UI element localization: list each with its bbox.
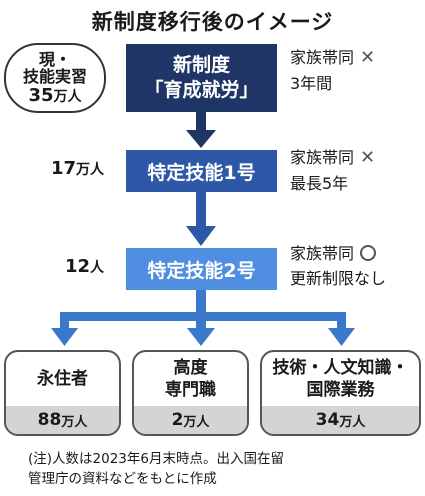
dest1-name: 永住者 [37, 368, 88, 389]
box-ikusei-shuro: 新制度 「育成就労」 [126, 44, 277, 112]
current-intern-oval: 現・ 技能実習 35万人 [4, 43, 106, 113]
box3-line1: 特定技能2号 [147, 259, 256, 282]
box3-note: 家族帯同 更新制限なし [290, 242, 386, 292]
box1-line2: 「育成就労」 [144, 79, 259, 101]
current-label-line2: 技能実習 [22, 67, 87, 87]
box1-term: 3年間 [290, 73, 333, 93]
box2-note: 家族帯同 ✕ 最長5年 [290, 144, 375, 197]
diagram-title: 新制度移行後のイメージ [91, 10, 334, 34]
footnote: (注)人数は2023年6月末時点。出入国在留 管理庁の資料などをもとに作成 [28, 450, 284, 489]
box2-term: 最長5年 [290, 173, 349, 193]
arrow-branch [51, 290, 355, 346]
dest3-name: 技術・人文知識・国際業務 [272, 357, 409, 400]
current-label-line1: 現・ [38, 49, 71, 69]
box1-line1: 新制度 [172, 54, 230, 77]
box1-family: 家族帯同 [290, 48, 355, 67]
box2-count: 17万人 [50, 158, 104, 179]
box3-term: 更新制限なし [290, 268, 387, 288]
box3-count: 12人 [64, 256, 104, 277]
cross-icon: ✕ [360, 147, 376, 168]
arrow-down-1 [186, 112, 216, 148]
box1-note: 家族帯同 ✕ 3年間 [290, 44, 375, 97]
dest2-name: 高度専門職 [165, 357, 216, 400]
arrow-down-2 [186, 192, 216, 246]
circle-icon [360, 245, 377, 261]
box2-family: 家族帯同 [290, 148, 355, 167]
box3-family: 家族帯同 [290, 244, 355, 263]
box-tokutei-2: 特定技能2号 [126, 248, 277, 290]
box-tokutei-1: 特定技能1号 [126, 150, 277, 192]
current-count: 35万人 [28, 84, 82, 106]
footnote-line2: 管理庁の資料などをもとに作成 [28, 470, 217, 487]
box2-line1: 特定技能1号 [147, 161, 256, 184]
footnote-line1: (注)人数は2023年6月末時点。出入国在留 [28, 451, 284, 467]
cross-icon: ✕ [360, 47, 376, 68]
